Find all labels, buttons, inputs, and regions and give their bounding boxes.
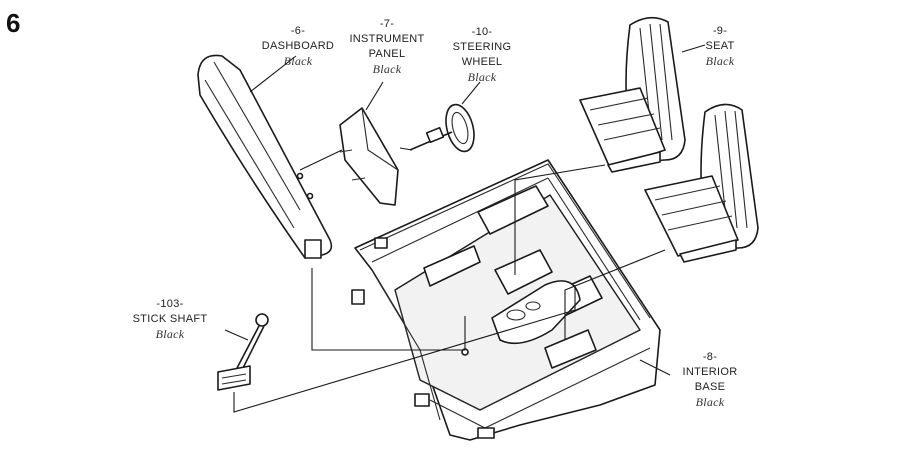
seat-part-upper — [579, 16, 686, 173]
steering-wheel-part-color: Black — [467, 70, 497, 84]
steering-wheel-part-name-1: STEERING — [452, 41, 512, 53]
step-number: 6 — [6, 8, 21, 38]
steering-wheel-part-name-2: WHEEL — [461, 56, 503, 68]
stick-shaft-part-name: STICK SHAFT — [132, 313, 208, 325]
interior-base-part — [351, 159, 661, 441]
interior-base-part-number: -8- — [702, 351, 718, 363]
dashboard-part — [197, 54, 333, 259]
label-dashboard: -6- DASHBOARD Black — [258, 24, 338, 69]
instrument-panel-part — [339, 107, 399, 206]
dashboard-part-number: -6- — [290, 25, 306, 37]
steering-wheel-part — [409, 103, 475, 153]
dashboard-part-name: DASHBOARD — [261, 40, 335, 52]
stick-shaft-part-color: Black — [155, 327, 185, 341]
instrument-panel-part-color: Black — [372, 62, 402, 76]
dashboard-part-color: Black — [283, 54, 313, 68]
instrument-panel-part-number: -7- — [379, 18, 395, 30]
label-seat: -9- SEAT Black — [692, 24, 748, 69]
instrument-panel-part-name-1: INSTRUMENT — [349, 33, 425, 45]
leader-lines — [224, 44, 706, 413]
label-stick-shaft: -103- STICK SHAFT Black — [128, 297, 212, 342]
steering-wheel-part-number: -10- — [471, 26, 493, 38]
instrument-panel-part-name-2: PANEL — [368, 48, 406, 60]
interior-base-part-name-1: INTERIOR — [682, 366, 738, 378]
interior-base-part-name-2: BASE — [694, 381, 726, 393]
seat-part-name: SEAT — [705, 40, 735, 52]
interior-base-part-color: Black — [695, 395, 725, 409]
label-interior-base: -8- INTERIOR BASE Black — [672, 350, 748, 410]
label-steering-wheel: -10- STEERING WHEEL Black — [442, 25, 522, 85]
seat-part-lower — [644, 103, 759, 263]
seat-part-color: Black — [705, 54, 735, 68]
stick-shaft-part — [217, 313, 269, 391]
stick-shaft-part-number: -103- — [156, 298, 184, 310]
label-instrument-panel: -7- INSTRUMENT PANEL Black — [346, 17, 428, 77]
seat-part-number: -9- — [712, 25, 728, 37]
